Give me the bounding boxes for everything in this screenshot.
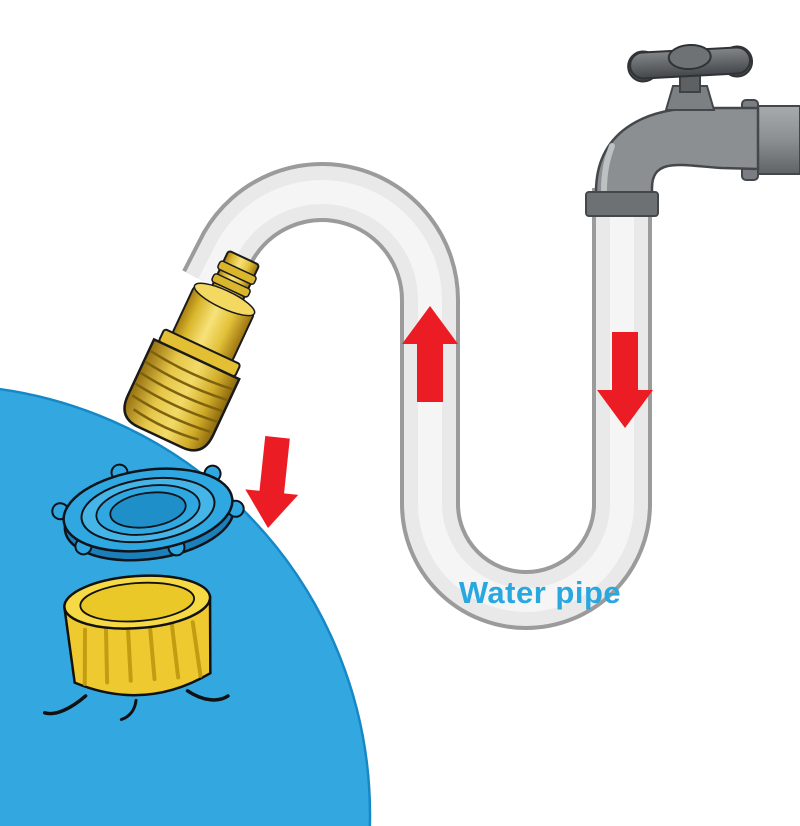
cap-top-inner: [79, 581, 195, 623]
cap-leg-left: [42, 694, 88, 716]
faucet: [585, 43, 800, 217]
thread-line: [134, 382, 218, 423]
thread-line: [131, 394, 211, 433]
cap-rib: [169, 621, 181, 680]
connector-cylinder-top: [193, 282, 256, 317]
connector-rib: [211, 273, 251, 298]
cap-rib: [103, 626, 110, 685]
faucet-outlet: [585, 191, 659, 217]
handle-hub: [667, 43, 712, 71]
cap-rib: [190, 620, 203, 678]
faucet-handle: [627, 43, 754, 83]
water-pipe: [182, 162, 652, 630]
cap-rib: [147, 623, 157, 682]
faucet-spout-highlight: [601, 143, 615, 193]
brass-connector: [123, 250, 260, 452]
thread-line: [145, 360, 228, 402]
cap-rib: [125, 624, 133, 683]
thread-line: [139, 371, 223, 413]
connector-rib: [217, 260, 257, 285]
flow-arrow-down-right: [597, 332, 653, 428]
tank-cap: [42, 574, 230, 721]
cap-leg-right: [185, 689, 230, 702]
gasket-hole: [109, 491, 187, 529]
thread-line: [132, 408, 200, 441]
faucet-bonnet: [664, 85, 716, 111]
cap-rib: [82, 627, 88, 686]
faucet-body: [594, 106, 760, 199]
cap-leg-mid: [119, 698, 138, 721]
pipe-label: Water pipe: [459, 575, 621, 610]
faucet-wall-pipe: [753, 105, 800, 175]
flow-arrow-up-middle: [402, 306, 458, 402]
pipe-highlight: [198, 180, 634, 612]
thread-line: [150, 350, 233, 391]
gasket-ring: [51, 463, 245, 562]
flow-arrow-down-left: [245, 436, 299, 528]
